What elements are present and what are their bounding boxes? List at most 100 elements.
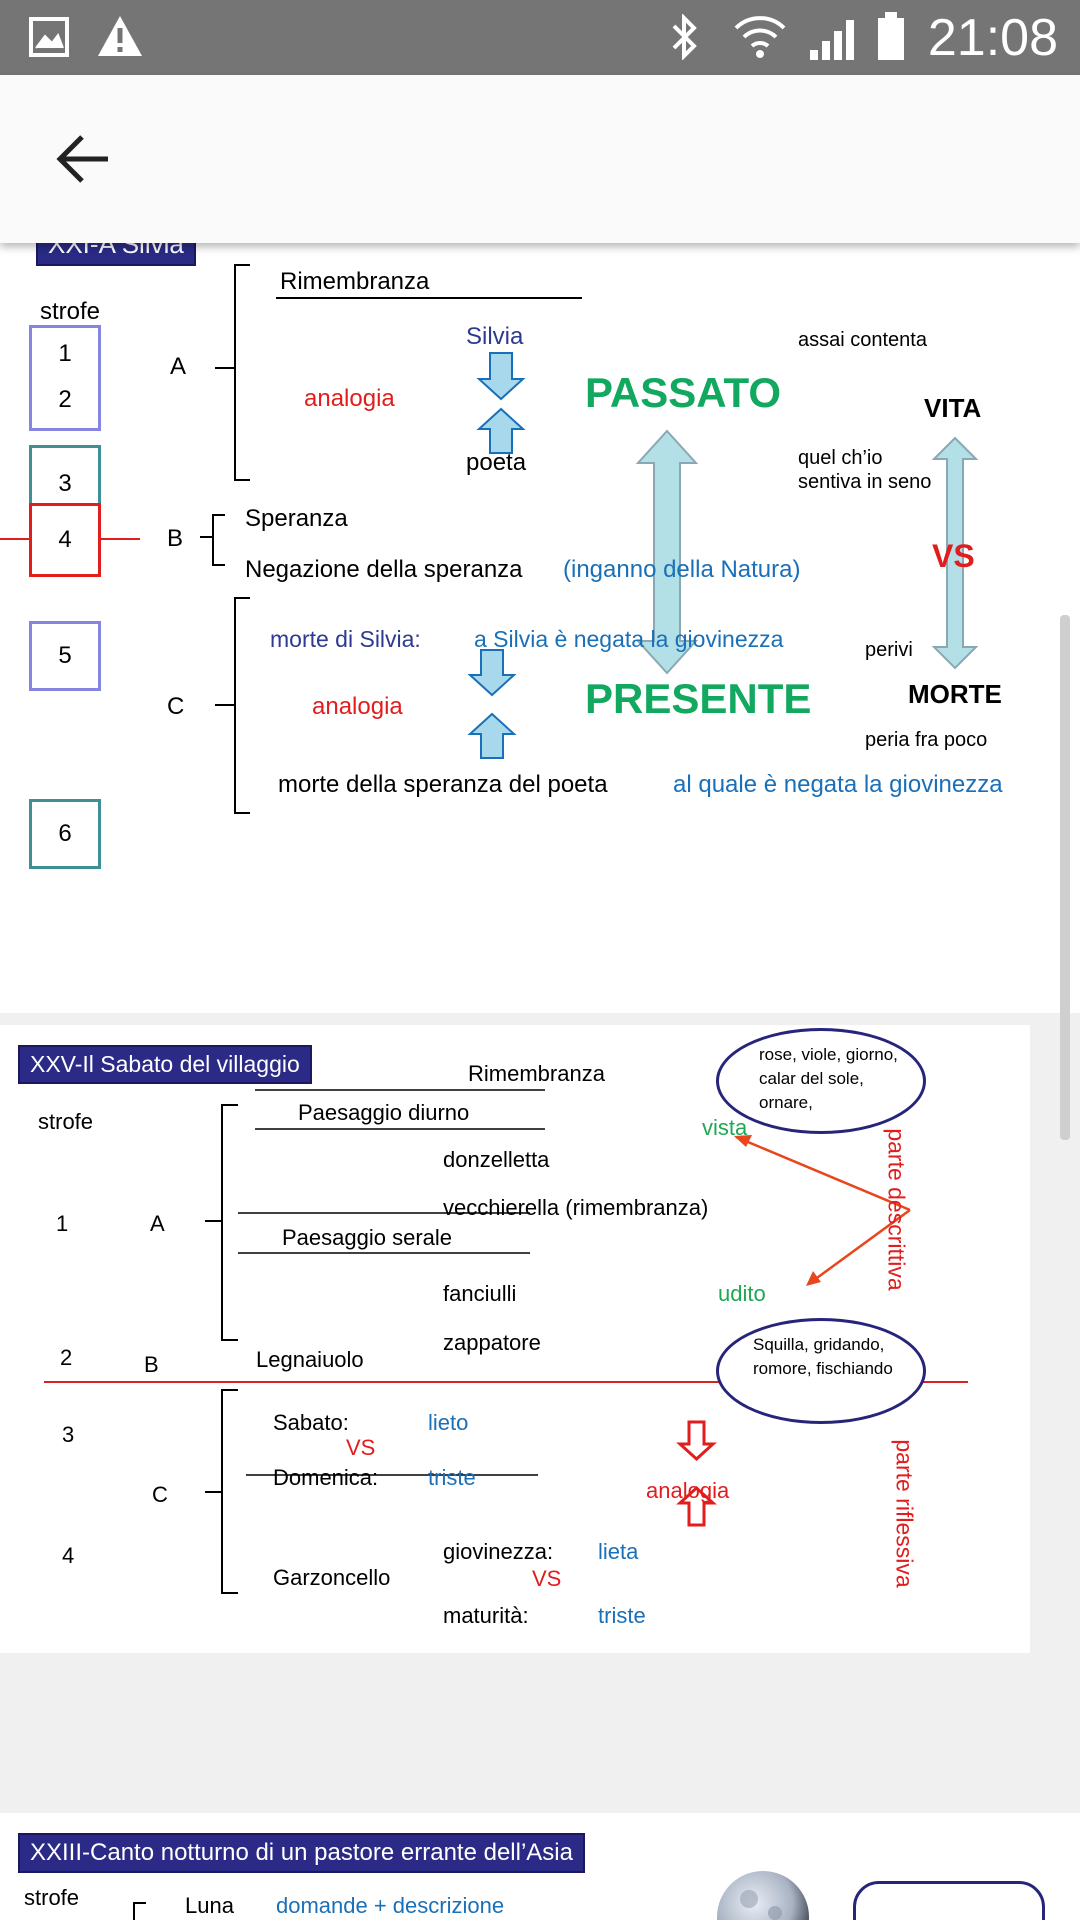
speranza-label: Speranza xyxy=(245,505,348,532)
vecchierella-label: vecchierella (rimembranza) xyxy=(443,1195,709,1220)
strofa-number: 2 xyxy=(58,386,72,413)
morte-label: MORTE xyxy=(908,679,1002,709)
double-arrow-icon xyxy=(635,429,699,675)
negazione-label: Negazione della speranza xyxy=(245,556,523,583)
passato-label: PASSATO xyxy=(585,369,782,416)
section-label: C xyxy=(167,693,185,720)
brace-icon xyxy=(133,1902,146,1920)
strofe-box-4: 4 xyxy=(29,503,101,577)
strofe-label: strofe xyxy=(40,298,101,325)
strofa-number: 3 xyxy=(62,1422,75,1447)
section-label: B xyxy=(144,1352,159,1377)
maturita-label: maturità: xyxy=(443,1603,529,1628)
triste-label: triste xyxy=(598,1603,646,1628)
arrow-down-icon xyxy=(476,352,526,401)
strofa-number: 1 xyxy=(58,340,72,367)
arrow-up-icon xyxy=(476,407,526,454)
vita-label: VITA xyxy=(924,393,982,423)
slides-scroll-area[interactable]: XXI-A Silvia xyxy=(0,243,1080,1920)
presente-label: PRESENTE xyxy=(585,675,812,722)
arrow-down-icon xyxy=(676,1420,717,1462)
rimembranza-label: Rimembranza xyxy=(468,1061,605,1086)
luna-label: Luna xyxy=(185,1893,234,1918)
oval-text: Squilla, gridando, romore, fischiando xyxy=(753,1335,893,1378)
slide1-diagram-lines xyxy=(0,264,979,814)
strofe-box-1-2: 1 2 xyxy=(29,325,101,431)
status-bar: 21:08 xyxy=(0,0,1080,75)
app-bar xyxy=(0,75,1080,243)
wifi-icon xyxy=(734,16,786,58)
fanciulli-label: fanciulli xyxy=(443,1281,517,1306)
slide-title: XXV-Il Sabato del villaggio xyxy=(18,1045,312,1084)
parte-riflessiva-label: parte riflessiva xyxy=(891,1439,918,1588)
zappatore-label: zappatore xyxy=(443,1330,541,1355)
sentiva-label: sentiva in seno xyxy=(798,471,932,493)
peria-label: peria fra poco xyxy=(865,729,988,751)
signal-icon xyxy=(810,20,854,60)
slide-a-silvia: XXI-A Silvia xyxy=(0,243,1080,1013)
strofa-number: 2 xyxy=(60,1345,73,1370)
strofa-number: 4 xyxy=(62,1543,75,1568)
vs-label: VS xyxy=(532,1566,562,1591)
arrow-up-icon xyxy=(467,712,517,759)
garzoncello-label: Garzoncello xyxy=(273,1565,391,1590)
domenica-label: Domenica: xyxy=(273,1465,379,1490)
strofa-number: 3 xyxy=(58,470,72,497)
oval-vista-words: rose, viole, giorno, calar del sole, orn… xyxy=(716,1028,926,1134)
warning-icon xyxy=(98,16,142,56)
silvia-label: Silvia xyxy=(466,323,524,350)
parte-descrittiva-label: parte descrittiva xyxy=(883,1128,910,1291)
assai-contenta-label: assai contenta xyxy=(798,329,927,351)
battery-icon xyxy=(878,12,904,60)
inganno-label: (inganno della Natura) xyxy=(563,556,801,583)
morte-silvia-label: morte di Silvia: xyxy=(270,626,421,652)
strofe-box-5: 5 xyxy=(29,621,101,691)
paesaggio-serale-label: Paesaggio serale xyxy=(282,1225,453,1250)
donzelletta-label: donzelletta xyxy=(443,1147,550,1172)
analogia-label: analogia xyxy=(646,1478,730,1503)
giovinezza-label: giovinezza: xyxy=(443,1539,554,1564)
lieto-label: lieto xyxy=(428,1410,469,1435)
paesaggio-diurno-label: Paesaggio diurno xyxy=(298,1100,470,1125)
double-arrow-icon xyxy=(931,436,979,670)
perivi-label: perivi xyxy=(865,639,913,661)
scrollbar[interactable] xyxy=(1060,615,1070,1140)
slide-title: XXI-A Silvia xyxy=(36,243,196,266)
oval-udito-words: Squilla, gridando, romore, fischiando xyxy=(716,1318,926,1424)
strofe-label: strofe xyxy=(24,1885,80,1910)
clock: 21:08 xyxy=(927,9,1058,67)
vs-label: VS xyxy=(346,1435,376,1460)
strofa-number: 1 xyxy=(56,1211,69,1236)
arrow-left-icon[interactable] xyxy=(54,133,114,185)
sabato-label: Sabato: xyxy=(273,1410,349,1435)
image-icon xyxy=(29,17,69,57)
oval-text: rose, viole, giorno, calar del sole, orn… xyxy=(759,1045,898,1112)
analogia-label: analogia xyxy=(312,693,403,720)
strofe-box-6: 6 xyxy=(29,799,101,869)
strofe-label: strofe xyxy=(38,1109,94,1134)
negata-poeta-label: al quale è negata la giovinezza xyxy=(673,771,1003,798)
analogia-label: analogia xyxy=(304,385,395,412)
moon-icon xyxy=(717,1871,809,1920)
rimembranza-label: Rimembranza xyxy=(280,268,430,295)
lieta-label: lieta xyxy=(598,1539,639,1564)
section-label: A xyxy=(170,353,187,380)
legnaiuolo-label: Legnaiuolo xyxy=(256,1347,364,1372)
strofa-number: 4 xyxy=(58,526,72,553)
slide-canto-notturno: XXIII-Canto notturno di un pastore erran… xyxy=(0,1813,1080,1920)
section-label: B xyxy=(167,525,184,552)
slide-sabato-villaggio: XXV-Il Sabato del villaggio xyxy=(0,1025,1030,1653)
vista-label: vista xyxy=(702,1115,748,1140)
strofa-number: 6 xyxy=(58,820,72,847)
poeta-label: poeta xyxy=(466,449,527,476)
udito-label: udito xyxy=(718,1281,766,1306)
section-label: C xyxy=(152,1482,168,1507)
arrow-up-icon xyxy=(676,1485,717,1527)
section-label: A xyxy=(150,1211,165,1236)
domande-label: domande + descrizione xyxy=(276,1893,505,1918)
triste-label: triste xyxy=(428,1465,476,1490)
quel-chio-label: quel ch’io xyxy=(798,447,883,469)
negata-silvia-label: a Silvia è negata la giovinezza xyxy=(474,626,784,652)
oval-partial xyxy=(853,1881,1045,1920)
bluetooth-icon xyxy=(672,14,697,60)
